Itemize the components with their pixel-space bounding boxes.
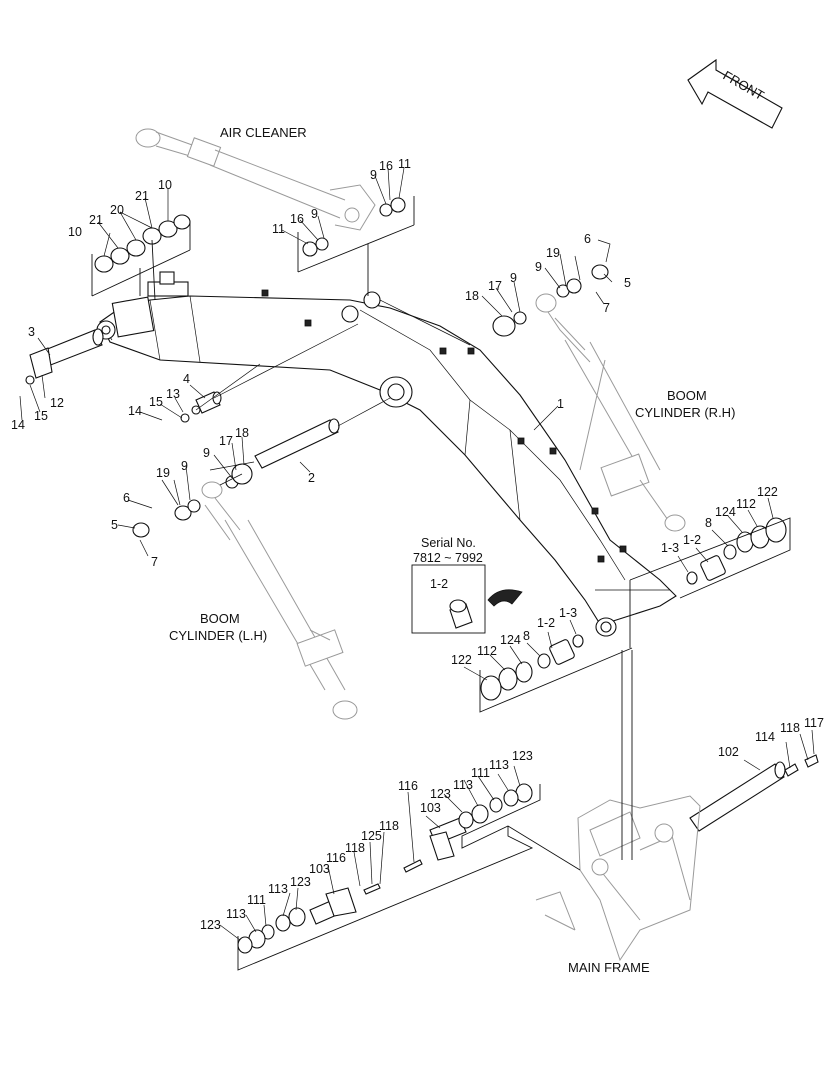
callout: 113 <box>489 758 509 772</box>
bracket-lines <box>91 196 791 971</box>
callout: 15 <box>149 395 163 409</box>
callout: 11 <box>398 157 411 171</box>
callout: 123 <box>290 875 311 889</box>
serial-inset-box <box>411 564 523 634</box>
callout-labels: 10 21 20 21 10 11 16 9 9 16 11 6 19 9 5 … <box>11 157 824 932</box>
callout: 17 <box>219 434 233 448</box>
callout: 122 <box>451 653 472 667</box>
caption-main-frame: MAIN FRAME <box>568 960 650 975</box>
callout: 12 <box>50 396 64 410</box>
callout: 1-2 <box>430 577 448 591</box>
pin-3 <box>29 328 104 379</box>
callout: 103 <box>420 801 441 815</box>
callout: 102 <box>718 745 739 759</box>
serial-title: Serial No. <box>421 536 476 550</box>
callout: 5 <box>624 276 631 290</box>
callout: 1-2 <box>537 616 555 630</box>
callout: 123 <box>512 749 533 763</box>
pin-102 <box>689 761 786 832</box>
callout: 11 <box>272 222 285 236</box>
callout: 9 <box>203 446 210 460</box>
callout: 16 <box>290 212 304 226</box>
callout: 9 <box>370 168 377 182</box>
callout: 118 <box>379 819 399 833</box>
callout: 10 <box>68 225 82 239</box>
callout: 2 <box>308 471 315 485</box>
callout: 5 <box>111 518 118 532</box>
callout: 124 <box>715 505 736 519</box>
callout: 123 <box>430 787 451 801</box>
callout: 6 <box>584 232 591 246</box>
front-arrow-icon: FRONT <box>687 58 783 129</box>
callout: 117 <box>804 716 824 730</box>
callout: 10 <box>158 178 172 192</box>
callout: 21 <box>89 213 103 227</box>
callout: 18 <box>465 289 479 303</box>
caption-boom-cylinder-rh-2: CYLINDER (R.H) <box>635 405 735 420</box>
callout: 116 <box>398 779 418 793</box>
callout: 114 <box>755 730 775 744</box>
callout: 9 <box>181 459 188 473</box>
leader-lines <box>19 167 815 941</box>
main-frame-outline <box>535 795 701 962</box>
callout: 8 <box>705 516 712 530</box>
callout: 9 <box>535 260 542 274</box>
callout: 111 <box>471 766 490 780</box>
pin-103-lower <box>309 887 357 925</box>
callout: 9 <box>510 271 517 285</box>
callout: 111 <box>247 893 266 907</box>
callout: 1-2 <box>683 533 701 547</box>
callout: 124 <box>500 633 521 647</box>
boom-cylinder-rh-outline <box>535 293 686 532</box>
callout: 13 <box>166 387 180 401</box>
callout: 8 <box>523 629 530 643</box>
caption-air-cleaner: AIR CLEANER <box>220 125 307 140</box>
callout: 14 <box>128 404 142 418</box>
callout: 103 <box>309 862 330 876</box>
callout: 9 <box>311 207 318 221</box>
callout: 7 <box>151 555 158 569</box>
callout: 14 <box>11 418 25 432</box>
air-cleaner-outline <box>135 128 376 231</box>
callout: 116 <box>326 851 346 865</box>
serial-range: 7812 ~ 7992 <box>413 551 483 565</box>
callout: 3 <box>28 325 35 339</box>
callout: 112 <box>736 497 756 511</box>
caption-boom-cylinder-lh-1: BOOM <box>200 611 240 626</box>
callout: 112 <box>477 644 497 658</box>
callout: 122 <box>757 485 778 499</box>
callout: 20 <box>110 203 124 217</box>
callout: 17 <box>488 279 502 293</box>
boom-cylinder-lh-outline <box>201 481 358 720</box>
callout: 1 <box>557 397 564 411</box>
callout: 1-3 <box>661 541 679 555</box>
callout: 125 <box>361 829 382 843</box>
pin-2 <box>254 418 340 469</box>
callout: 118 <box>345 841 365 855</box>
boom-body <box>96 271 677 637</box>
callout: 123 <box>200 918 221 932</box>
callout: 21 <box>135 189 149 203</box>
callout: 19 <box>156 466 170 480</box>
callout: 18 <box>235 426 249 440</box>
callout: 15 <box>34 409 48 423</box>
callout: 1-3 <box>559 606 577 620</box>
caption-boom-cylinder-rh-1: BOOM <box>667 388 707 403</box>
pin-103-upper <box>429 817 467 861</box>
callout: 113 <box>268 882 288 896</box>
callout: 113 <box>226 907 246 921</box>
callout: 7 <box>603 301 610 315</box>
callout: 113 <box>453 778 473 792</box>
callout: 6 <box>123 491 130 505</box>
callout: 19 <box>546 246 560 260</box>
callout: 16 <box>379 159 393 173</box>
callout: 118 <box>780 721 800 735</box>
callout: 4 <box>183 372 190 386</box>
caption-boom-cylinder-lh-2: CYLINDER (L.H) <box>169 628 267 643</box>
